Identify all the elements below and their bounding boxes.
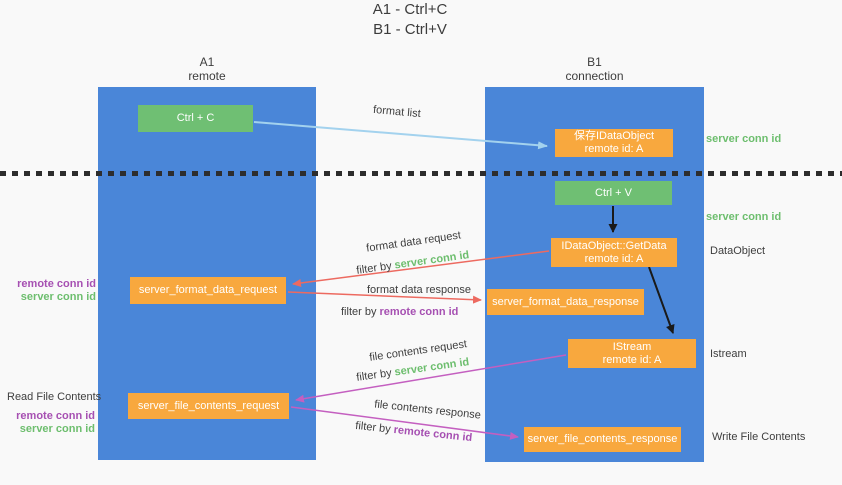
node-server-file-contents-response-label: server_file_contents_response <box>527 433 678 445</box>
right-label-write-file-contents: Write File Contents <box>712 431 806 443</box>
column-b1-subtitle: connection <box>565 69 624 83</box>
node-ctrl-c-label: Ctrl + C <box>176 112 215 124</box>
filter-by-text: filter by <box>355 260 393 277</box>
left-label-read-file-contents: Read File Contents <box>7 391 102 403</box>
server-conn-id-text: server conn id <box>393 249 470 272</box>
label-format-data-response: format data response <box>367 284 471 296</box>
node-ctrl-v: Ctrl + V <box>555 181 672 205</box>
title-line-a1: A1 - Ctrl+C <box>372 1 448 18</box>
left-label-server-conn-id-top: server conn id <box>20 291 96 303</box>
filter-by-text: filter by <box>355 367 393 384</box>
node-istream-line1: IStream <box>612 340 652 353</box>
node-ctrl-c: Ctrl + C <box>138 105 253 132</box>
column-b1-name: B1 <box>587 55 602 69</box>
remote-conn-id-text: remote conn id <box>393 423 473 445</box>
filter-by-text: filter by <box>354 419 392 436</box>
node-idataobject-getdata: IDataObject::GetData remote id: A <box>551 238 677 267</box>
node-server-file-contents-response: server_file_contents_response <box>524 427 681 452</box>
node-save-idataobject-line1: 保存IDataObject <box>573 130 655 142</box>
label-filter-file-response: filter by remote conn id <box>355 420 473 445</box>
node-server-format-data-response-label: server_format_data_response <box>492 295 639 308</box>
filter-by-text: filter by <box>341 306 377 318</box>
node-idataobject-getdata-line2: remote id: A <box>584 252 644 265</box>
column-a1-subtitle: remote <box>188 69 226 83</box>
node-server-format-data-request: server_format_data_request <box>130 277 286 304</box>
diagram-title: A1 - Ctrl+C B1 - Ctrl+V <box>0 0 820 40</box>
label-format-list: format list <box>372 103 422 121</box>
node-istream-line2: remote id: A <box>602 353 662 366</box>
remote-conn-id-text: remote conn id <box>379 306 459 318</box>
node-server-format-data-request-label: server_format_data_request <box>138 284 278 296</box>
node-save-idataobject-line2: remote id: A <box>584 143 644 155</box>
left-label-remote-conn-id-top: remote conn id <box>17 278 96 290</box>
right-label-server-conn-id-mid: server conn id <box>706 211 782 223</box>
right-label-server-conn-id-top: server conn id <box>706 133 782 145</box>
label-file-contents-response: file contents response <box>373 398 482 422</box>
node-server-format-data-response: server_format_data_response <box>487 289 644 315</box>
column-header-a1: A1 remote <box>98 55 316 83</box>
node-server-file-contents-request-label: server_file_contents_request <box>137 399 280 412</box>
node-idataobject-getdata-line1: IDataObject::GetData <box>561 239 667 252</box>
left-label-server-conn-id-bottom: server conn id <box>19 423 95 435</box>
dotted-divider-line <box>0 171 842 176</box>
column-a1-name: A1 <box>199 55 215 69</box>
node-istream: IStream remote id: A <box>568 339 696 368</box>
node-save-idataobject: 保存IDataObject remote id: A <box>555 129 673 157</box>
right-label-istream: Istream <box>710 348 747 360</box>
label-filter-format-response: filter by remote conn id <box>341 306 458 319</box>
node-ctrl-v-label: Ctrl + V <box>595 186 632 199</box>
left-label-remote-conn-id-bottom: remote conn id <box>16 410 95 422</box>
node-server-file-contents-request: server_file_contents_request <box>128 393 289 419</box>
right-label-dataobject: DataObject <box>710 245 766 257</box>
title-line-b1: B1 - Ctrl+V <box>373 21 447 38</box>
column-header-b1: B1 connection <box>485 55 704 83</box>
